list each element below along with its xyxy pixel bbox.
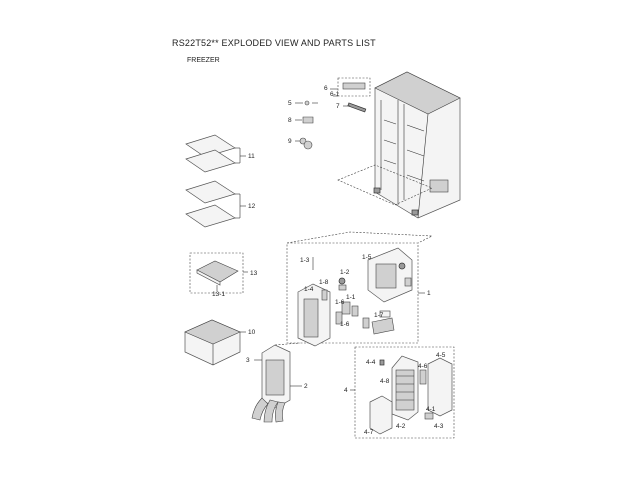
label-part-8: 8 xyxy=(288,117,292,124)
part-7-shape xyxy=(347,102,367,113)
label-part-1-2: 1-2 xyxy=(340,269,350,276)
label-part-6-1: 6-1 xyxy=(330,91,340,98)
part-1-leader xyxy=(286,231,434,244)
label-part-4-3: 4-3 xyxy=(434,423,444,430)
part-2-chute xyxy=(251,342,302,423)
part-5-shape xyxy=(304,100,310,106)
part-6-group-box xyxy=(337,77,371,97)
part-6-1-shape xyxy=(342,82,366,90)
label-part-4-6: 4-6 xyxy=(418,363,428,370)
part-10-bin xyxy=(184,319,246,366)
label-part-11: 11 xyxy=(248,153,255,160)
label-part-1-5: 1-5 xyxy=(362,254,372,261)
label-part-1-6-b: 1-6 xyxy=(340,321,350,328)
part-13-group xyxy=(189,252,248,294)
part-4-components xyxy=(369,355,453,435)
label-part-4-2: 4-2 xyxy=(396,423,406,430)
part-9-shape-b xyxy=(303,140,313,150)
label-part-2: 2 xyxy=(304,383,308,390)
label-part-4: 4 xyxy=(344,387,348,394)
refrigerator-cabinet xyxy=(373,71,461,219)
label-part-1: 1 xyxy=(427,290,431,297)
label-part-1-6-a: 1-6 xyxy=(335,299,345,306)
label-part-10: 10 xyxy=(248,329,256,336)
label-part-1-8: 1-8 xyxy=(319,279,329,286)
label-part-7: 7 xyxy=(336,103,340,110)
label-part-4-4: 4-4 xyxy=(366,359,376,366)
part-8-shape xyxy=(302,116,314,124)
label-part-12: 12 xyxy=(248,203,256,210)
part-11-shelves xyxy=(185,134,246,173)
label-part-4-1: 4-1 xyxy=(426,406,436,413)
cabinet-footprint xyxy=(337,164,433,206)
label-part-6: 6 xyxy=(324,85,328,92)
label-part-9: 9 xyxy=(288,138,292,145)
part-1-components xyxy=(297,247,413,347)
label-part-13-1: 13-1 xyxy=(212,291,225,298)
label-part-4-5: 4-5 xyxy=(436,352,446,359)
label-part-4-8: 4-8 xyxy=(380,378,390,385)
label-part-1-1: 1-1 xyxy=(346,294,356,301)
part-4-group-box xyxy=(354,346,455,439)
label-part-5: 5 xyxy=(288,100,292,107)
label-part-3: 3 xyxy=(246,357,250,364)
label-part-13: 13 xyxy=(250,270,258,277)
label-part-1-4: 1-4 xyxy=(304,286,314,293)
label-part-1-7: 1-7 xyxy=(374,312,384,319)
part-12-shelves xyxy=(185,180,246,228)
section-subtitle: FREEZER xyxy=(187,57,220,64)
label-part-4-7: 4-7 xyxy=(364,429,374,436)
page-title: RS22T52** EXPLODED VIEW AND PARTS LIST xyxy=(172,38,376,48)
part-9-shape-a xyxy=(299,137,307,145)
label-part-1-3: 1-3 xyxy=(300,257,310,264)
